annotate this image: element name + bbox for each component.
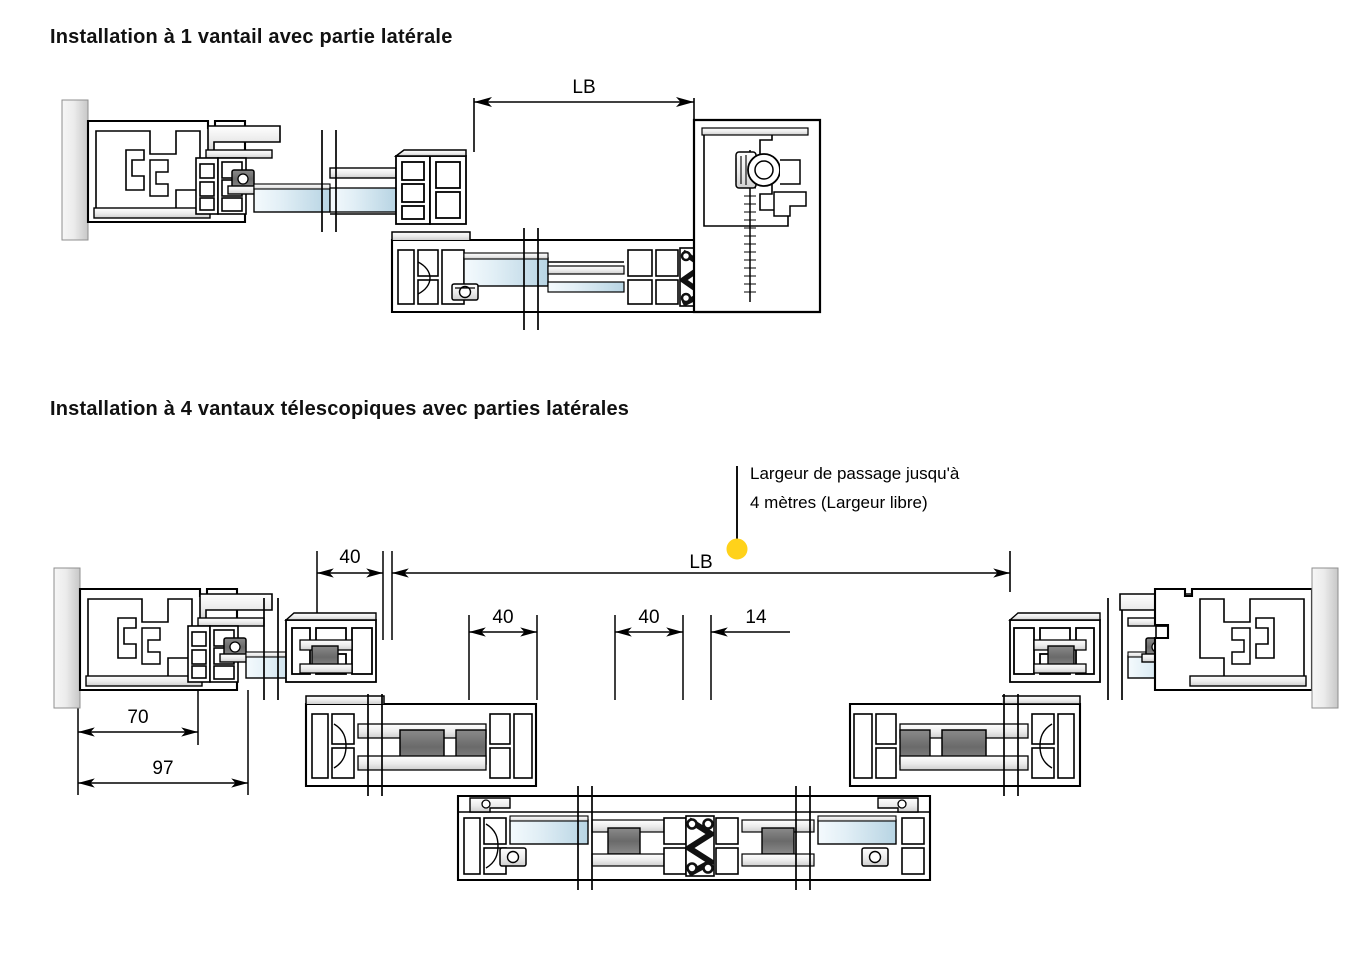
- callout-line-1: Largeur de passage jusqu'à: [750, 464, 960, 483]
- wall-block-right-2: [1311, 567, 1339, 709]
- break-lines-lower-1: [523, 228, 539, 330]
- callout-marker-dot: [726, 538, 748, 560]
- rail-left-sidelight-b-2: [299, 663, 353, 674]
- dim-label-40-mid-center: 40: [638, 607, 659, 628]
- dim-label-70: 70: [127, 707, 148, 728]
- wall-block-left-1: [61, 99, 89, 241]
- callout-clear-width: Largeur de passage jusqu'à 4 mètres (Lar…: [726, 464, 960, 560]
- dim-label-lb-top: LB: [572, 77, 595, 98]
- dimension-14: 14: [710, 607, 790, 700]
- wall-block-left-2: [53, 567, 81, 709]
- glass-panel-lower-a-1: [463, 257, 549, 287]
- hardware-lock-row3-left: [499, 847, 527, 867]
- profile-stile-upper-1: [395, 155, 467, 225]
- dimension-40-mid-center: 40: [614, 607, 684, 700]
- dimension-97: 97: [78, 690, 249, 795]
- break-lines-row2-right: [1003, 694, 1019, 796]
- break-lines-right-2: [1107, 598, 1123, 700]
- dimension-lb-top: LB: [473, 77, 695, 152]
- profile-right-post-1: [692, 118, 822, 314]
- dimension-40-mid-left: 40: [468, 607, 538, 700]
- break-lines-left-2: [263, 598, 279, 700]
- glass-panel-upper-1: [253, 183, 331, 213]
- dim-label-14: 14: [745, 607, 767, 628]
- break-lines-row2-left: [367, 694, 383, 796]
- section-one-title: Installation à 1 vantail avec partie lat…: [50, 26, 453, 48]
- profile-sidelight-rail-1: [329, 167, 397, 215]
- dimension-lb-bottom: LB: [391, 551, 1011, 640]
- dim-label-lb-bottom: LB: [689, 552, 712, 573]
- hardware-top-right-row3: [877, 797, 919, 813]
- leaf-assembly-row3: [456, 794, 932, 882]
- hardware-lock-1: [451, 283, 479, 301]
- hardware-cylinder-1: [735, 151, 801, 189]
- dim-label-40-mid-left: 40: [492, 607, 513, 628]
- leaf-right-row2: [848, 695, 1082, 788]
- callout-line-2: 4 mètres (Largeur libre): [750, 493, 928, 512]
- profile-right-jamb-2: [1153, 587, 1314, 692]
- profile-head-track-2: [197, 593, 273, 627]
- dim-label-40-top: 40: [339, 547, 360, 568]
- glass-panel-row3-right: [817, 819, 897, 845]
- leaf-left-row2: [304, 695, 538, 788]
- break-lines-row3: [577, 786, 811, 890]
- glass-panel-row3-left: [509, 819, 589, 845]
- hardware-top-left-row3: [469, 797, 511, 813]
- hardware-lock-row3-right: [861, 847, 889, 867]
- interlock-seal-row3: [685, 815, 715, 877]
- break-lines-upper-1: [321, 130, 337, 232]
- dim-label-97: 97: [152, 758, 173, 779]
- profile-stile-cap-1: [393, 149, 467, 157]
- profile-head-track-1: [205, 125, 281, 159]
- section-two-drawing: Largeur de passage jusqu'à 4 mètres (Lar…: [53, 464, 1339, 890]
- dimension-70: 70: [77, 690, 199, 795]
- section-one-drawing: LB: [61, 77, 822, 330]
- section-two-title: Installation à 4 vantaux télescopiques a…: [50, 398, 630, 420]
- hardware-roller-2: [219, 637, 251, 663]
